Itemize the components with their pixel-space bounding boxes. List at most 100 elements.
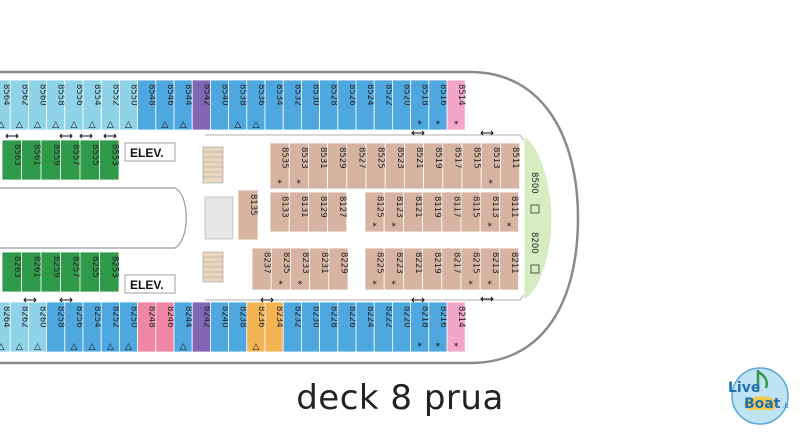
connecting-arrow-icon xyxy=(480,130,494,136)
cabin-number: 8129 xyxy=(318,196,328,218)
deck-plan: 8564△8562△8560△8558△8556△8554△8552△8550△… xyxy=(0,70,580,365)
cabin-number: 8548 xyxy=(147,84,157,106)
elevator-box-top xyxy=(124,142,176,162)
cabin-number: 8536 xyxy=(256,84,266,106)
atrium-outline xyxy=(0,187,187,249)
cabin-number: 8532 xyxy=(292,84,302,106)
cabin-number: 8211 xyxy=(509,252,519,274)
cabin-number: 8538 xyxy=(238,84,248,106)
cabin-8514[interactable] xyxy=(446,79,466,131)
triangle-icon: △ xyxy=(0,120,5,130)
cabin-8111[interactable] xyxy=(498,191,519,233)
cabin-number: 8228 xyxy=(329,306,339,328)
cabin-8214[interactable] xyxy=(446,301,466,353)
cabin-number: 8214 xyxy=(456,306,466,328)
asterisk-mark: * xyxy=(279,280,284,290)
triangle-icon: △ xyxy=(107,120,114,130)
cabin-number: 8540 xyxy=(220,84,230,106)
asterisk-mark: * xyxy=(277,179,282,189)
cabin-number: 8522 xyxy=(383,84,393,106)
cabin-number: 8534 xyxy=(274,84,284,106)
connecting-arrow-icon xyxy=(480,296,494,302)
asterisk-mark: * xyxy=(454,342,459,352)
cabin-number: 8544 xyxy=(183,84,193,106)
cabin-number: 8546 xyxy=(165,84,175,106)
cabin-8135[interactable] xyxy=(237,189,259,241)
asterisk-mark: * xyxy=(488,222,493,232)
cabin-number: 8254 xyxy=(92,306,102,328)
cabin-number: 8562 xyxy=(19,84,29,106)
cabin-number: 8511 xyxy=(510,147,520,169)
cabin-number: 8500 xyxy=(529,172,539,194)
cabin-number: 8258 xyxy=(56,306,66,328)
cabin-8229[interactable] xyxy=(328,247,349,291)
cabin-8511[interactable] xyxy=(499,142,520,190)
cabin-number: 8558 xyxy=(56,84,66,106)
cabin-8127[interactable] xyxy=(327,191,348,233)
cabin-number: 8225 xyxy=(375,252,385,274)
asterisk-mark: * xyxy=(372,222,377,232)
triangle-icon: △ xyxy=(125,342,132,352)
asterisk-mark: * xyxy=(488,280,493,290)
cabin-number: 8515 xyxy=(472,147,482,169)
cabin-number: 8244 xyxy=(183,306,193,328)
cabin-number: 8535 xyxy=(280,147,290,169)
cabin-number: 8259 xyxy=(51,256,61,278)
stairs-top xyxy=(202,146,224,184)
cabin-number: 8529 xyxy=(337,147,347,169)
cabin-number: 8242 xyxy=(201,306,211,328)
cabin-number: 8520 xyxy=(402,84,412,106)
cabin-number: 8564 xyxy=(1,84,11,106)
cabin-number: 8261 xyxy=(31,256,41,278)
cabin-number: 8550 xyxy=(129,84,139,106)
asterisk-mark: * xyxy=(436,342,441,352)
cabin-number: 8554 xyxy=(92,84,102,106)
cabin-number: 8517 xyxy=(452,147,462,169)
cabin-number: 8111 xyxy=(509,196,519,218)
cabin-number: 8229 xyxy=(338,252,348,274)
cabin-number: 8523 xyxy=(395,147,405,169)
cabin-number: 8200 xyxy=(529,232,539,254)
cabin-8253[interactable] xyxy=(99,251,120,293)
cabin-number: 8250 xyxy=(129,306,139,328)
cabin-number: 8533 xyxy=(299,147,309,169)
asterisk-mark: * xyxy=(392,222,397,232)
cabin-number: 8516 xyxy=(438,84,448,106)
cabin-number: 8221 xyxy=(413,252,423,274)
bow-suite[interactable] xyxy=(523,135,553,301)
cabin-number: 8246 xyxy=(165,306,175,328)
deck-caption: deck 8 prua xyxy=(296,378,504,418)
connecting-arrow-icon xyxy=(103,133,117,139)
cabin-number: 8233 xyxy=(300,252,310,274)
connecting-arrow-icon xyxy=(411,130,425,136)
connecting-arrow-icon xyxy=(5,133,19,139)
cabin-number: 8560 xyxy=(38,84,48,106)
asterisk-mark: * xyxy=(468,280,473,290)
asterisk-mark: * xyxy=(417,342,422,352)
cabin-number: 8127 xyxy=(337,196,347,218)
connecting-arrow-icon xyxy=(79,133,93,139)
cabin-number: 8230 xyxy=(311,306,321,328)
cabin-number: 8119 xyxy=(432,196,442,218)
asterisk-mark: * xyxy=(454,120,459,130)
asterisk-mark: * xyxy=(372,280,377,290)
cabin-8211[interactable] xyxy=(498,247,519,291)
cabin-number: 8553 xyxy=(109,144,119,166)
connecting-arrow-icon xyxy=(59,297,73,303)
cabin-number: 8563 xyxy=(12,144,22,166)
cabin-number: 8231 xyxy=(319,252,329,274)
cabin-number: 8218 xyxy=(420,306,430,328)
triangle-icon: △ xyxy=(89,342,96,352)
cabin-number: 8557 xyxy=(70,144,80,166)
cabin-number: 8253 xyxy=(109,256,119,278)
triangle-icon: △ xyxy=(34,120,41,130)
cabin-number: 8542 xyxy=(201,84,211,106)
triangle-icon: △ xyxy=(0,342,5,352)
cabin-number: 8559 xyxy=(51,144,61,166)
cabin-number: 8237 xyxy=(262,252,272,274)
asterisk-mark: * xyxy=(297,179,302,189)
cabin-number: 8524 xyxy=(365,84,375,106)
elevator-box-bottom xyxy=(124,274,176,294)
cabin-8553[interactable] xyxy=(99,139,120,181)
asterisk-mark: * xyxy=(417,120,422,130)
